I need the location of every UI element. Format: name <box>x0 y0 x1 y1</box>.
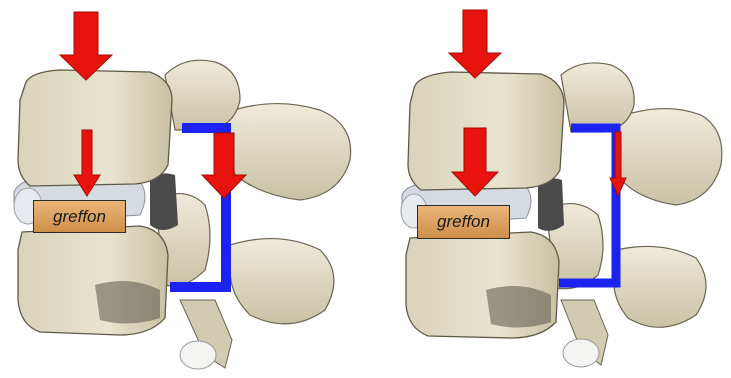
pedicle-upper <box>165 60 240 130</box>
pedicle-upper <box>561 63 634 132</box>
graft-label: greffon <box>33 200 126 233</box>
lower-body-shadow <box>95 281 160 324</box>
lower-body-shadow <box>486 286 551 328</box>
panel-left: greffon <box>0 0 366 378</box>
panel-right: greffon <box>366 0 731 378</box>
vertebrae-illustration-right <box>366 0 731 378</box>
articular-dark <box>538 178 564 231</box>
transverse-process-lower <box>614 246 706 327</box>
transverse-process-upper <box>220 104 351 200</box>
transverse-process-upper <box>611 109 722 205</box>
vertebrae-illustration-left <box>0 0 366 378</box>
vertebral-body-upper <box>18 70 172 186</box>
graft-label: greffon <box>417 205 510 239</box>
process-tip <box>180 341 216 369</box>
down-arrow-icon <box>449 10 501 78</box>
articular-dark <box>150 173 178 230</box>
process-tip <box>563 339 599 367</box>
transverse-process-lower <box>230 239 334 324</box>
